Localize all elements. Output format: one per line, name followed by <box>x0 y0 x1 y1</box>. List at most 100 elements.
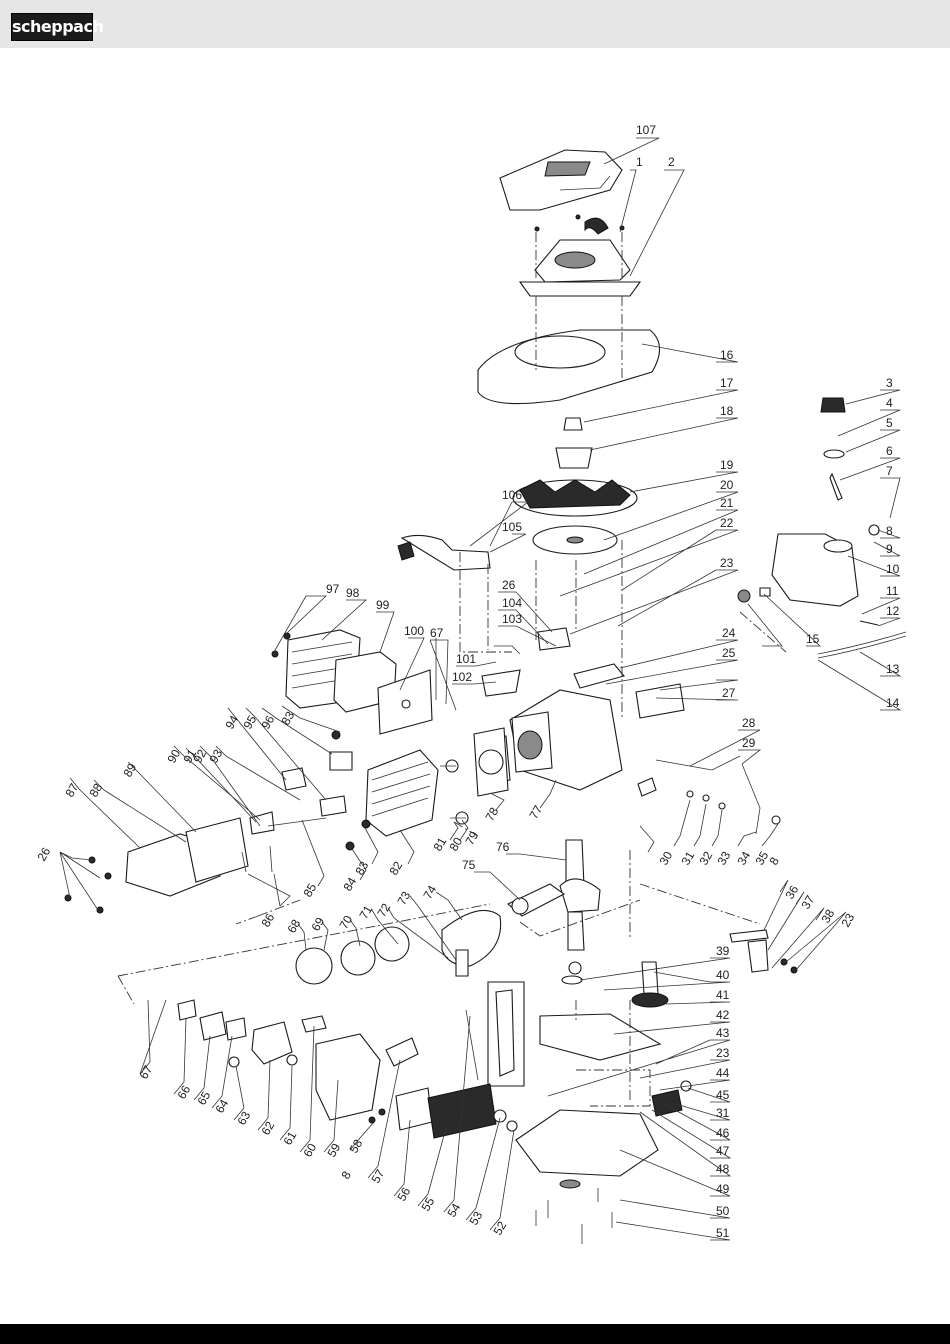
part-carburetor-airfilter <box>177 999 518 1139</box>
part-label: 103 <box>502 612 522 626</box>
part-label: 74 <box>420 883 439 902</box>
page-header: scheppach <box>0 0 950 48</box>
part-label: 100 <box>404 624 424 638</box>
part-label: 21 <box>720 496 734 510</box>
part-label: 78 <box>482 805 501 824</box>
part-label: 45 <box>716 1088 730 1102</box>
part-label: 105 <box>502 520 522 534</box>
part-label: 62 <box>258 1119 277 1138</box>
part-label: 30 <box>656 849 675 868</box>
part-label: 83 <box>352 859 371 878</box>
part-label: 10 <box>886 562 900 576</box>
part-recoil-starter <box>518 214 642 297</box>
part-label: 69 <box>308 915 327 934</box>
part-label: 47 <box>716 1144 730 1158</box>
part-label: 23 <box>716 1046 730 1060</box>
part-label: 90 <box>164 747 183 766</box>
part-label: 3 <box>886 376 893 390</box>
part-label: 67 <box>430 626 444 640</box>
part-label: 31 <box>678 849 697 868</box>
part-label: 26 <box>502 578 516 592</box>
part-label: 8 <box>338 1168 354 1181</box>
part-label: 49 <box>716 1182 730 1196</box>
part-label: 25 <box>722 646 736 660</box>
part-label: 73 <box>394 889 413 908</box>
part-label: 72 <box>374 901 393 920</box>
part-label: 82 <box>386 859 405 878</box>
part-label: 15 <box>806 632 820 646</box>
page-footer-bar <box>0 1324 950 1344</box>
part-flywheel <box>512 479 638 517</box>
part-label: 23 <box>838 911 857 930</box>
part-label: 89 <box>120 761 139 780</box>
part-label: 79 <box>462 829 481 848</box>
part-pushrods <box>241 817 327 873</box>
part-label: 27 <box>722 686 736 700</box>
part-label: 95 <box>240 713 259 732</box>
part-flywheel-nut-cup <box>555 417 593 469</box>
part-label: 26 <box>34 845 53 864</box>
part-label: 96 <box>258 713 277 732</box>
part-label: 35 <box>752 849 771 868</box>
brand-logo: scheppach <box>11 13 104 41</box>
part-cylinder-head <box>281 730 469 851</box>
part-label: 93 <box>206 747 225 766</box>
part-label: 22 <box>720 516 734 530</box>
part-label: 58 <box>346 1137 365 1156</box>
part-label: 97 <box>326 582 340 596</box>
part-valve-cover <box>64 811 275 914</box>
part-label: 66 <box>174 1083 193 1102</box>
part-label: 65 <box>194 1089 213 1108</box>
part-fuel-tank-group <box>737 397 907 659</box>
part-label: 8 <box>886 524 893 538</box>
part-label: 76 <box>496 840 510 854</box>
part-ignition-coil <box>397 534 491 571</box>
part-label: 19 <box>720 458 734 472</box>
part-label: 12 <box>886 604 900 618</box>
part-label: 51 <box>716 1226 730 1240</box>
part-label: 13 <box>886 662 900 676</box>
part-label: 17 <box>720 376 734 390</box>
part-label: 37 <box>798 893 817 912</box>
part-label: 42 <box>716 1008 730 1022</box>
part-label: 50 <box>716 1204 730 1218</box>
part-blower-housing <box>477 329 661 405</box>
part-label: 91 <box>180 747 199 766</box>
part-label: 57 <box>368 1167 387 1186</box>
part-label: 14 <box>886 696 900 710</box>
exploded-parts-diagram: 107 1 2 16 17 18 19 20 21 22 23 3 4 5 6 … <box>0 48 950 1324</box>
part-top-cover <box>499 149 623 211</box>
part-label: 29 <box>742 736 756 750</box>
part-muffler-assembly <box>271 629 433 735</box>
part-label: 5 <box>886 416 893 430</box>
part-label: 81 <box>430 835 449 854</box>
part-label: 1 <box>636 155 643 169</box>
part-label: 84 <box>340 875 359 894</box>
part-label: 9 <box>886 542 893 556</box>
part-label: 86 <box>258 911 277 930</box>
part-governor-linkage <box>637 755 781 835</box>
part-label: 85 <box>300 881 319 900</box>
part-oil-filler <box>487 981 525 1087</box>
part-label: 71 <box>356 903 375 922</box>
part-label: 77 <box>526 803 545 822</box>
part-label: 64 <box>212 1097 231 1116</box>
part-crankshaft <box>559 839 601 975</box>
part-label: 48 <box>716 1162 730 1176</box>
part-label: 88 <box>86 781 105 800</box>
part-label: 92 <box>190 747 209 766</box>
part-label: 94 <box>222 713 241 732</box>
part-label: 46 <box>716 1126 730 1140</box>
part-label: 104 <box>502 596 522 610</box>
part-label: 43 <box>716 1026 730 1040</box>
assembly-guide-lines <box>117 232 787 1107</box>
part-label: 106 <box>502 488 522 502</box>
part-label: 87 <box>62 781 81 800</box>
part-label: 101 <box>456 652 476 666</box>
part-label: 54 <box>444 1201 463 1220</box>
part-label: 55 <box>418 1195 437 1214</box>
part-label: 8 <box>766 854 782 867</box>
part-label: 39 <box>716 944 730 958</box>
part-label: 31 <box>716 1106 730 1120</box>
part-label: 80 <box>446 835 465 854</box>
